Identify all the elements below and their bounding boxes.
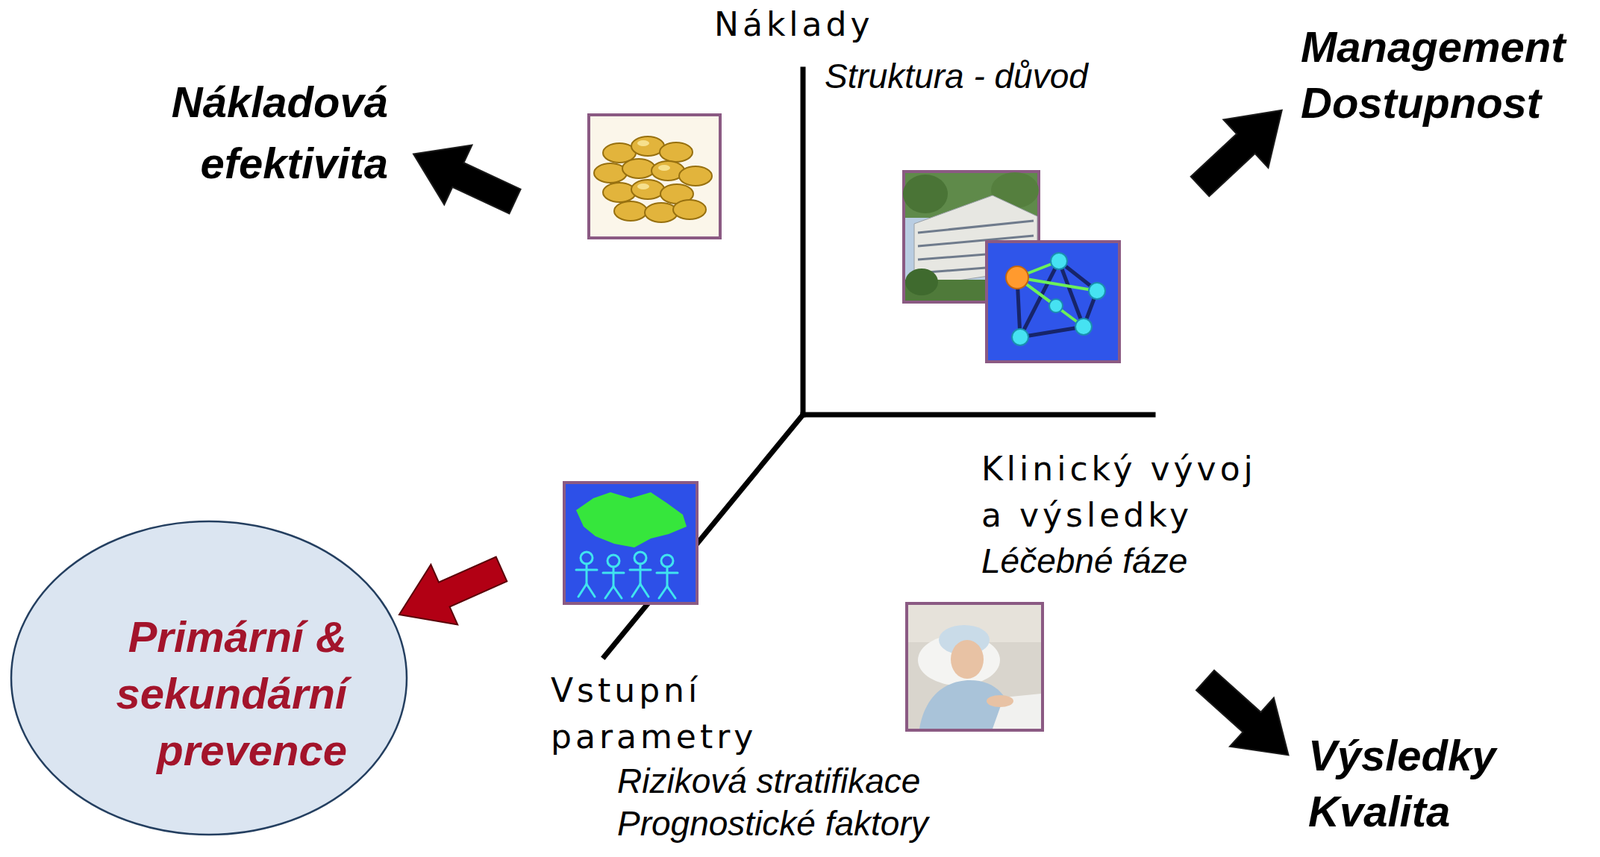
block-arrows-part <box>1177 86 1305 212</box>
block-arrows-part <box>1183 655 1311 780</box>
network-picture-part-part <box>1050 252 1068 270</box>
axis-sublabel: Riziková stratifikace <box>617 760 924 803</box>
network-picture-part <box>1011 252 1106 346</box>
czech-map-picture-part-part <box>605 586 614 599</box>
axis-sublabel: Prognostické faktory <box>617 803 932 845</box>
prevention-ellipse: Primární & sekundární prevence <box>9 520 409 837</box>
outcome-label: Management Dostupnost <box>1300 18 1569 131</box>
coins-picture-part <box>588 114 721 239</box>
czech-map-picture-part-part <box>576 569 598 572</box>
network-picture-part-part <box>1020 326 1084 338</box>
block-arrows-part <box>385 539 515 645</box>
czech-map-picture-part-part <box>602 572 624 575</box>
hospital-photo-part <box>902 174 948 214</box>
hospital-photo-part <box>903 171 1039 303</box>
axis-lines-part <box>800 69 806 415</box>
coins-picture-part-part <box>594 163 627 183</box>
czech-map-picture-part <box>564 482 698 604</box>
coins-picture-part-part <box>631 179 665 200</box>
axis-sublabel: Struktura - důvod <box>824 55 1092 98</box>
axis-label: Vstupní parametry <box>550 667 761 761</box>
block-arrows <box>385 86 1311 781</box>
axis-label: Náklady <box>714 4 877 45</box>
coins-picture-part <box>637 140 671 190</box>
czech-map-picture-part <box>576 492 687 548</box>
czech-map-picture-part-part <box>639 564 642 585</box>
network-picture-part-part <box>1075 318 1092 336</box>
network-picture-part-part <box>1017 277 1084 327</box>
network-picture <box>986 241 1120 362</box>
axis-sublabel: Léčebné fáze <box>981 540 1192 583</box>
coins-picture-part-part <box>679 166 712 186</box>
patient-photo-part <box>906 603 1043 731</box>
czech-map-picture-part-part <box>661 555 674 568</box>
coins-picture-part-part <box>644 202 678 223</box>
czech-map-picture-part-part <box>632 584 641 598</box>
czech-map-picture-part-part <box>629 569 651 572</box>
network-picture-part-part <box>1011 329 1029 346</box>
czech-map-picture-part <box>576 552 678 599</box>
czech-map-picture-part-part <box>607 555 620 568</box>
coins-picture-part-part <box>637 140 650 147</box>
czech-map-picture-part-part <box>580 552 593 565</box>
patient-photo-part <box>950 640 984 680</box>
patient-photo <box>906 603 1043 731</box>
coins-picture-part-part <box>602 182 636 203</box>
network-picture-part-part <box>1017 277 1098 292</box>
coins-picture-part-part <box>622 158 656 179</box>
axis-label: Klinický vývoj a výsledky <box>981 446 1260 539</box>
outcome-label: Výsledky Kvalita <box>1308 727 1500 840</box>
coins-picture-part-part <box>659 142 693 162</box>
network-picture-part <box>986 241 1120 362</box>
czech-map-picture-part-part <box>640 584 649 598</box>
czech-map-picture-part-part <box>658 586 668 599</box>
coins-picture-part-part <box>614 201 648 221</box>
patient-photo-part <box>986 695 1014 708</box>
network-picture-part <box>1017 261 1098 327</box>
ellipse-shape <box>11 521 407 836</box>
coins-picture-part-part <box>637 183 650 190</box>
czech-map-picture-part-part <box>667 586 676 599</box>
block-arrows-part <box>399 124 529 232</box>
hospital-photo-part <box>905 268 939 296</box>
node-text: Primární & sekundární prevence <box>112 608 348 780</box>
network-picture-part <box>1005 266 1029 289</box>
network-picture-part-part <box>1088 282 1106 300</box>
czech-map-picture-part-part <box>634 552 647 565</box>
hospital-photo <box>902 171 1039 303</box>
czech-map-picture-part-part <box>578 584 587 598</box>
czech-map-picture <box>564 482 698 604</box>
network-picture-part <box>1017 261 1098 338</box>
coins-picture-part <box>594 136 712 223</box>
czech-map-picture-part-part <box>666 567 669 587</box>
axis-lines-part <box>802 412 1153 418</box>
hospital-photo-part-part <box>917 220 1034 233</box>
czech-map-picture-part-part <box>656 572 678 575</box>
czech-map-picture-part-part <box>613 586 622 599</box>
czech-map-picture-part-part <box>585 564 589 585</box>
network-picture-part-part <box>1049 299 1063 313</box>
coins-picture <box>588 114 721 239</box>
czech-map-picture-part-part <box>612 567 615 587</box>
coins-picture-part-part <box>658 164 671 171</box>
outcome-label: Nákladová efektivita <box>167 71 389 195</box>
czech-map-picture-part-part <box>586 584 595 598</box>
coins-picture-part-part <box>673 200 706 220</box>
